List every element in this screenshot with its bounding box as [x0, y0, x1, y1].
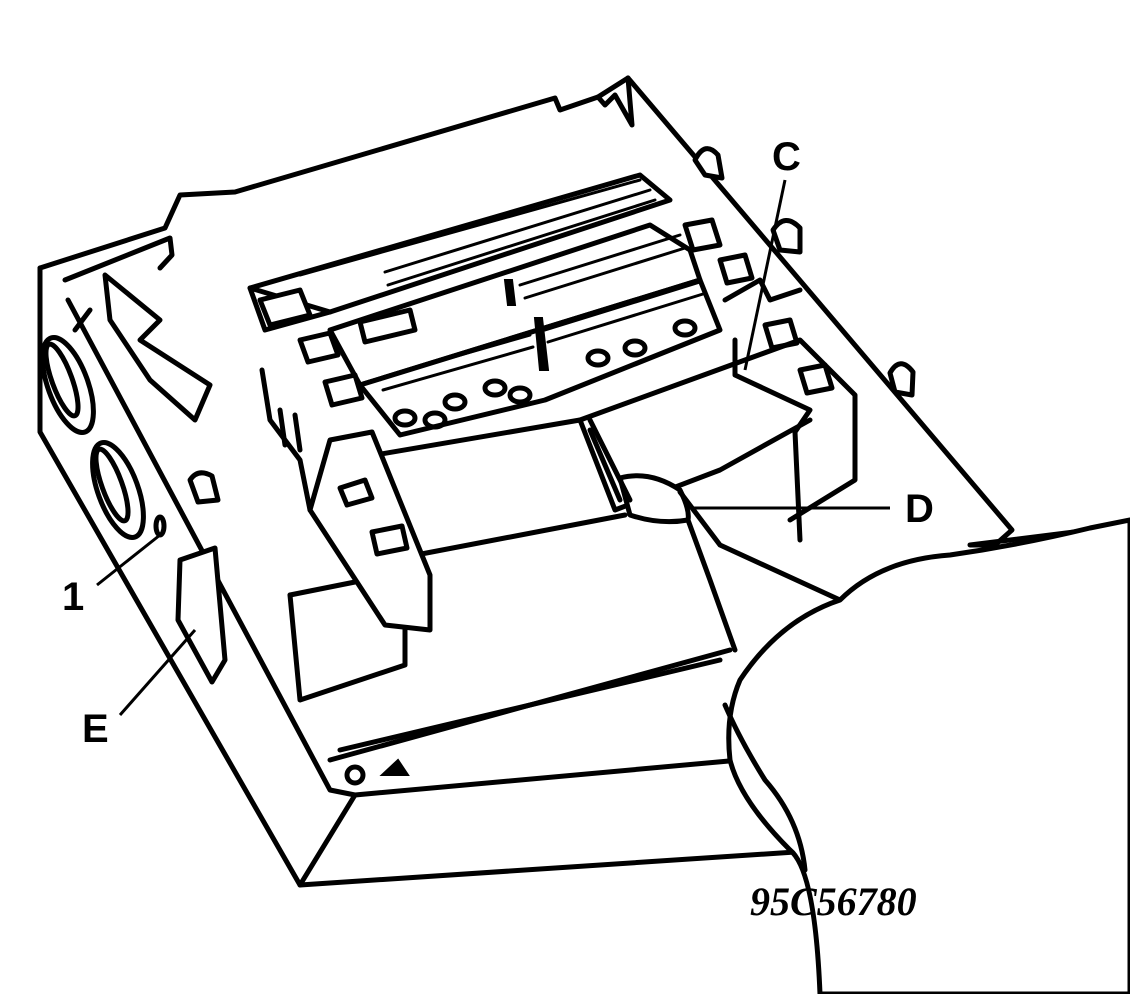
- left-side-panel: [40, 272, 228, 685]
- label-plate-e: [175, 545, 228, 685]
- tool-tip: [617, 473, 691, 525]
- connector-pins: [298, 178, 705, 392]
- figure-number: 95C56780: [750, 879, 917, 924]
- leader-c: [743, 179, 787, 371]
- leader-lines: [96, 179, 890, 716]
- callout-d: D: [905, 487, 934, 531]
- front-bracket: [259, 367, 433, 633]
- leader-1: [96, 533, 161, 587]
- hand: [726, 517, 1130, 994]
- chassis-body: [37, 75, 1093, 888]
- connector-assembly: [247, 172, 835, 438]
- leader-e: [118, 629, 197, 716]
- tool-and-hand: [587, 417, 1130, 994]
- corner-marks: [344, 758, 410, 786]
- callout-c: C: [772, 135, 801, 179]
- knob-lower: [90, 440, 146, 540]
- screw-hole-1: [153, 514, 167, 538]
- callout-e: E: [82, 707, 109, 751]
- callout-1: 1: [62, 575, 84, 619]
- knob-upper: [40, 335, 96, 435]
